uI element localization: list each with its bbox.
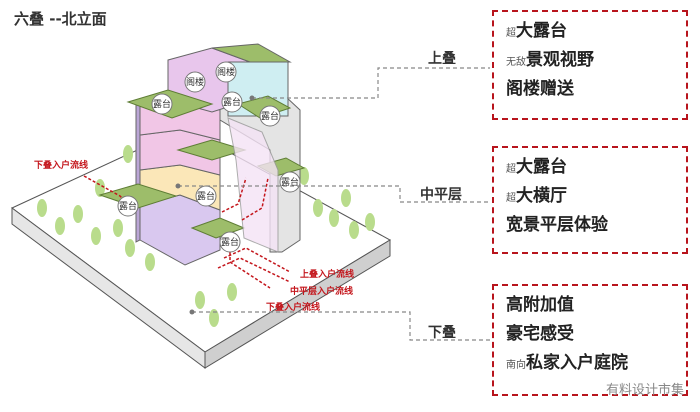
level-label-upper: 上叠 [428,51,456,67]
feature-line: 高附加值 [506,295,574,315]
flow-label-middle: 中平层入户流线 [290,287,354,297]
trees [37,145,375,327]
terrace-label: 露台 [153,98,171,110]
feature-line: 南向私家入户庭院 [506,353,628,373]
feature-line: 无敌景观视野 [506,50,594,70]
leader-lines [178,67,490,341]
glass-atrium [227,117,279,253]
upper-features-box: 超大露台 无敌景观视野 阁楼赠送 [492,10,688,120]
feature-line: 阁楼赠送 [506,79,574,99]
page-title: 六叠 --北立面 [14,10,107,28]
level-label-lower: 下叠 [428,325,456,341]
level-label-middle: 中平层 [420,187,462,203]
terrace-label: 露台 [197,190,215,202]
loft-label: 阁楼 [186,76,204,88]
terrace-label: 露台 [281,176,299,188]
terrace-label: 露台 [119,200,137,212]
terrace-label: 露台 [223,96,241,108]
leader-dots [175,95,255,315]
lower-features-box: 高附加值 豪宅感受 南向私家入户庭院 [492,284,688,396]
building-left-stack [135,97,221,266]
feature-line: 超大露台 [506,21,567,41]
loft-label: 阁楼 [217,66,235,78]
terrace-label: 露台 [261,110,279,122]
flow-label-lower-left: 下叠入户流线 [34,161,89,171]
terrace-label: 露台 [221,236,239,248]
feature-line: 宽景平层体验 [506,215,608,235]
feature-line: 超大露台 [506,157,567,177]
feature-line: 超大横厅 [506,186,567,206]
feature-line: 豪宅感受 [506,324,574,344]
room-labels: 阁楼 阁楼 露台 露台 露台 露台 露台 露台 露台 [117,61,301,253]
flow-label-lower-bottom: 下叠入户流线 [266,303,321,313]
middle-features-box: 超大露台 超大横厅 宽景平层体验 [492,146,688,254]
watermark: 有料设计市集 [605,383,684,398]
flow-label-upper: 上叠入户流线 [300,270,355,280]
